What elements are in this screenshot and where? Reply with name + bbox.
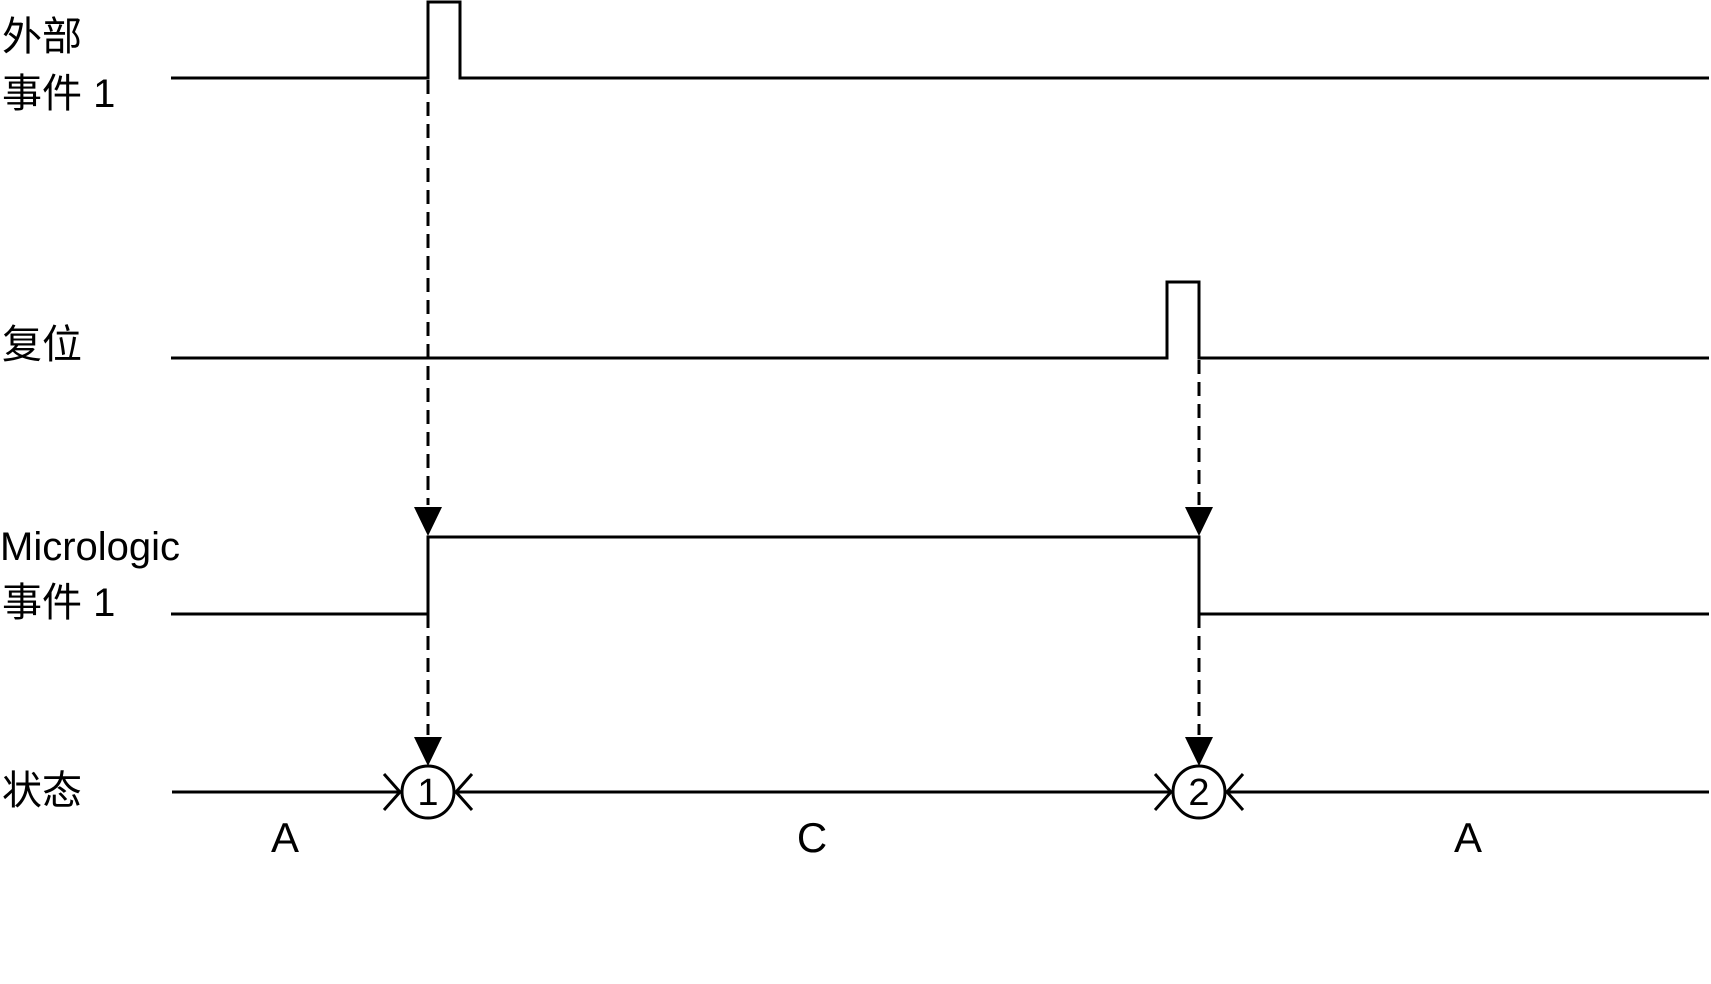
external-event-label-line2: 事件 1 [2, 72, 115, 116]
transition-marker-2-label: 2 [1188, 772, 1209, 814]
arrowhead-state-1 [414, 737, 442, 766]
transition-marker-1-label: 1 [417, 772, 438, 814]
transition-marker-2 [1171, 764, 1227, 820]
state-label-a-initial: A [271, 814, 299, 861]
arrowhead-state-2 [1185, 737, 1213, 766]
arrowhead-micrologic-2 [1185, 507, 1213, 536]
state-timeline-arrow-c-right [1153, 773, 1174, 811]
micrologic-event-label-line2: 事件 1 [2, 581, 115, 625]
reset-label: 复位 [2, 323, 82, 367]
state-label-a-final: A [1454, 814, 1482, 861]
state-timeline-arrow-a1 [382, 773, 403, 811]
state-label-c: C [797, 814, 827, 861]
arrowhead-micrologic-1 [414, 507, 442, 536]
external-event-waveform [171, 0, 1709, 80]
status-label: 状态 [2, 769, 82, 813]
micrologic-event-waveform [171, 535, 1709, 616]
transition-marker-1 [400, 764, 456, 820]
micrologic-event-label-line1: Micrologic [0, 525, 180, 569]
state-timeline-arrow-c-left [453, 773, 474, 811]
external-event-label-line1: 外部 [2, 15, 82, 59]
state-timeline-arrow-a2 [1224, 773, 1245, 811]
reset-waveform [171, 280, 1709, 360]
